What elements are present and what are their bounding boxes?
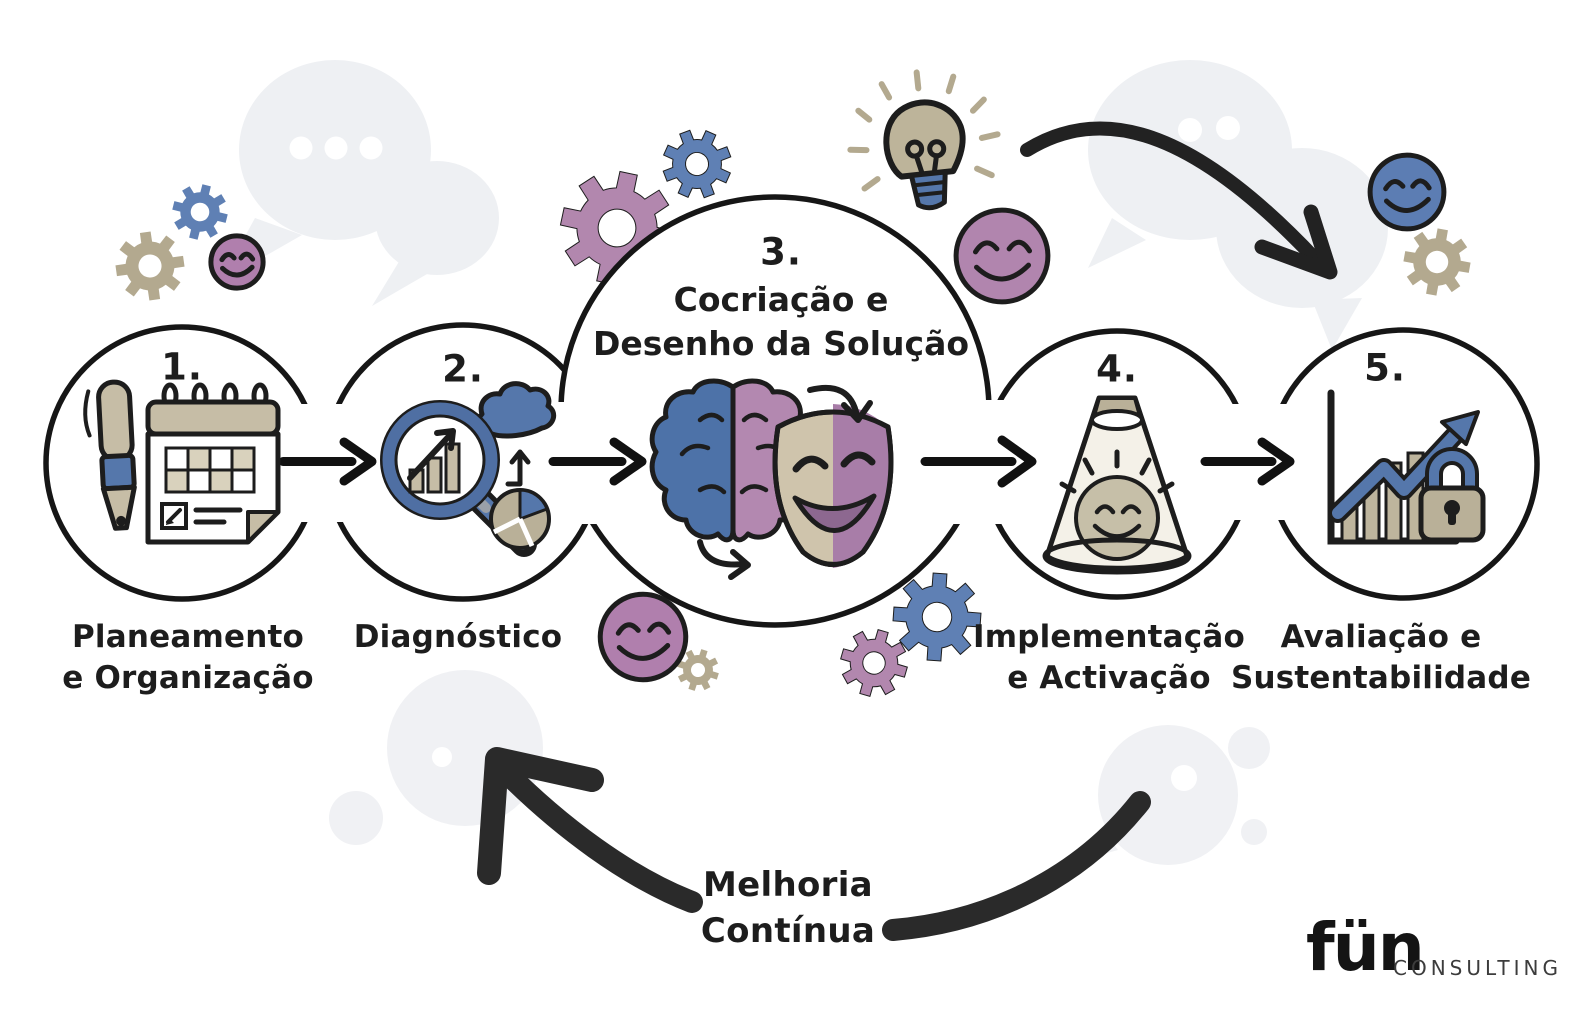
step-5-number: 5. — [1364, 346, 1406, 390]
step-4-label-line1: Implementação — [972, 619, 1245, 655]
magnifier-chart-icon — [380, 381, 557, 557]
step-5-label: Avaliação e Sustentabilidade — [1201, 617, 1561, 699]
gear-icon — [832, 621, 916, 705]
flow-arrow-icon — [278, 437, 377, 486]
loop-label-line1: Melhoria — [703, 865, 873, 905]
step-1-label-line2: e Organização — [62, 660, 314, 696]
lightbulb-icon — [847, 69, 1001, 211]
step-4-label-line2: e Activação — [1007, 660, 1211, 696]
flow-arrow-icon — [920, 435, 1037, 488]
gear-icon — [111, 227, 189, 305]
brand-logo-subtext: CONSULTING — [1393, 956, 1562, 980]
brand-logo: fün — [1306, 909, 1425, 986]
step-2-label-line1: Diagnóstico — [353, 619, 563, 655]
loop-label: Melhoria Contínua — [588, 862, 988, 954]
step-2-number: 2. — [442, 347, 484, 391]
step-1-number: 1. — [161, 345, 203, 389]
gear-icon — [166, 178, 234, 246]
step-5-label-line2: Sustentabilidade — [1230, 660, 1532, 696]
flow-arrow-icon — [548, 437, 647, 486]
step-3-title-line1: Cocriação e — [673, 280, 889, 319]
top-flow-arrow-icon — [1020, 121, 1338, 280]
step-2-label: Diagnóstico — [278, 617, 638, 658]
step-3-title: Cocriação e Desenho da Solução — [561, 278, 1001, 366]
step-5-label-line1: Avaliação e — [1280, 619, 1482, 655]
step-3-number: 3. — [760, 230, 802, 274]
step-1-label: Planeamento e Organização — [8, 617, 368, 699]
loop-label-line2: Contínua — [700, 911, 876, 951]
smiley-icon — [1370, 155, 1444, 229]
flow-arrow-icon — [1200, 437, 1295, 486]
growth-chart-lock-icon — [1327, 389, 1486, 545]
step-4-label: Implementação e Activação — [929, 617, 1289, 699]
gear-icon — [1398, 223, 1476, 301]
loop-arrow-icon — [477, 747, 1151, 941]
step-3-title-line2: Desenho da Solução — [592, 324, 970, 363]
pen-calendar-icon — [83, 379, 281, 545]
step-4-number: 4. — [1096, 347, 1138, 391]
step-1-label-line1: Planeamento — [72, 619, 304, 655]
brain-theater-mask-icon — [649, 378, 894, 580]
smiley-icon — [209, 234, 265, 290]
spotlight-smiley-icon — [1042, 395, 1192, 575]
gear-icon — [651, 118, 743, 210]
